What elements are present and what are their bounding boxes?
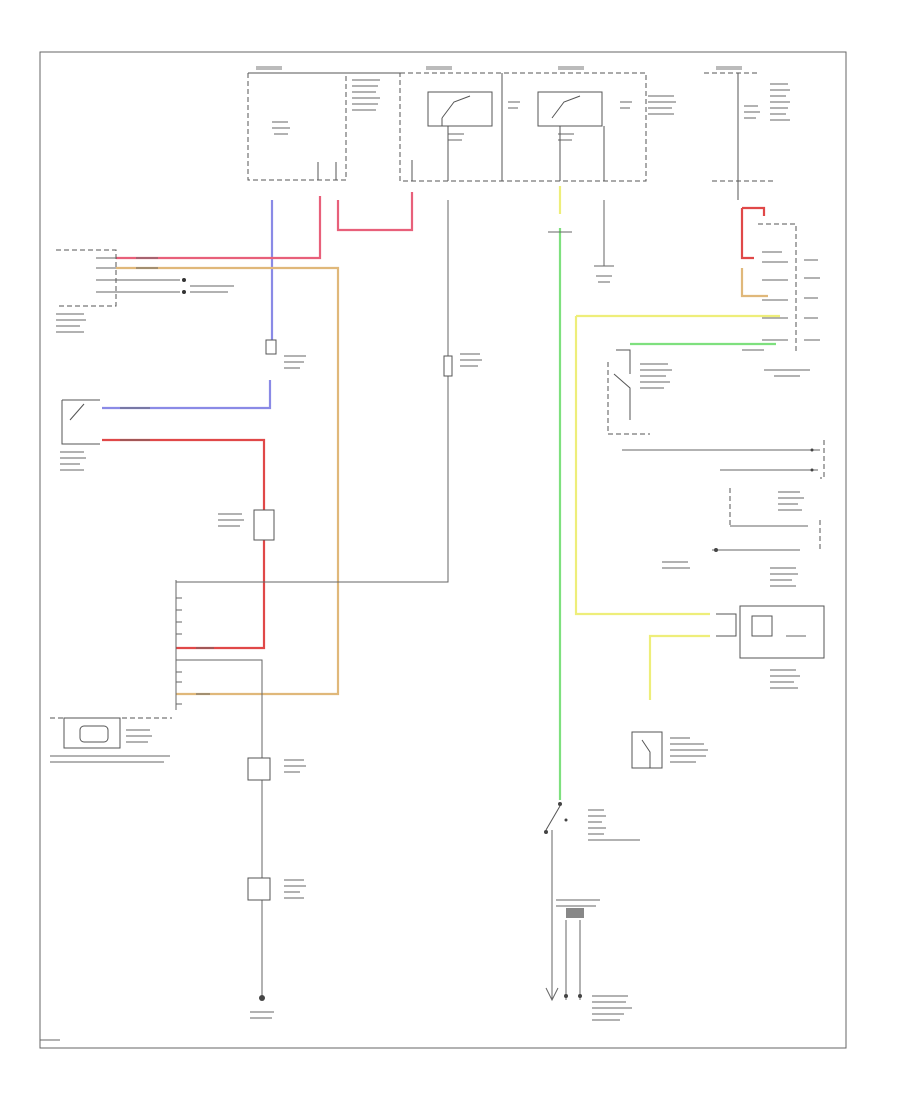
pedal-switch [607, 349, 672, 435]
control-module-connector [50, 580, 182, 763]
wire-blue [102, 200, 274, 410]
green-switch [544, 802, 640, 841]
wire-tan [116, 266, 768, 696]
right-connector [758, 223, 820, 377]
wire-red [102, 206, 766, 650]
junction-blue [265, 339, 306, 369]
fuse-box-left [247, 66, 400, 181]
junction-red [218, 509, 275, 541]
wire-green [558, 228, 776, 800]
bottom-connector [545, 899, 632, 1021]
power-source-connector [56, 249, 234, 333]
ground-lower-left [250, 995, 274, 1019]
wire-pink [116, 192, 414, 260]
fuse-box-right [704, 66, 790, 200]
ground-relay [594, 250, 614, 283]
junction-lower [247, 757, 306, 901]
sensor-switch [631, 731, 708, 769]
diagram-frame [39, 51, 847, 1049]
junction-center [443, 353, 482, 377]
lower-right-module [716, 605, 825, 689]
right-modules [662, 440, 825, 587]
wire-yellow [558, 186, 780, 700]
stop-lamp-switch [60, 399, 100, 471]
wire-labels [40, 231, 764, 1041]
relay-box-center [399, 66, 676, 182]
